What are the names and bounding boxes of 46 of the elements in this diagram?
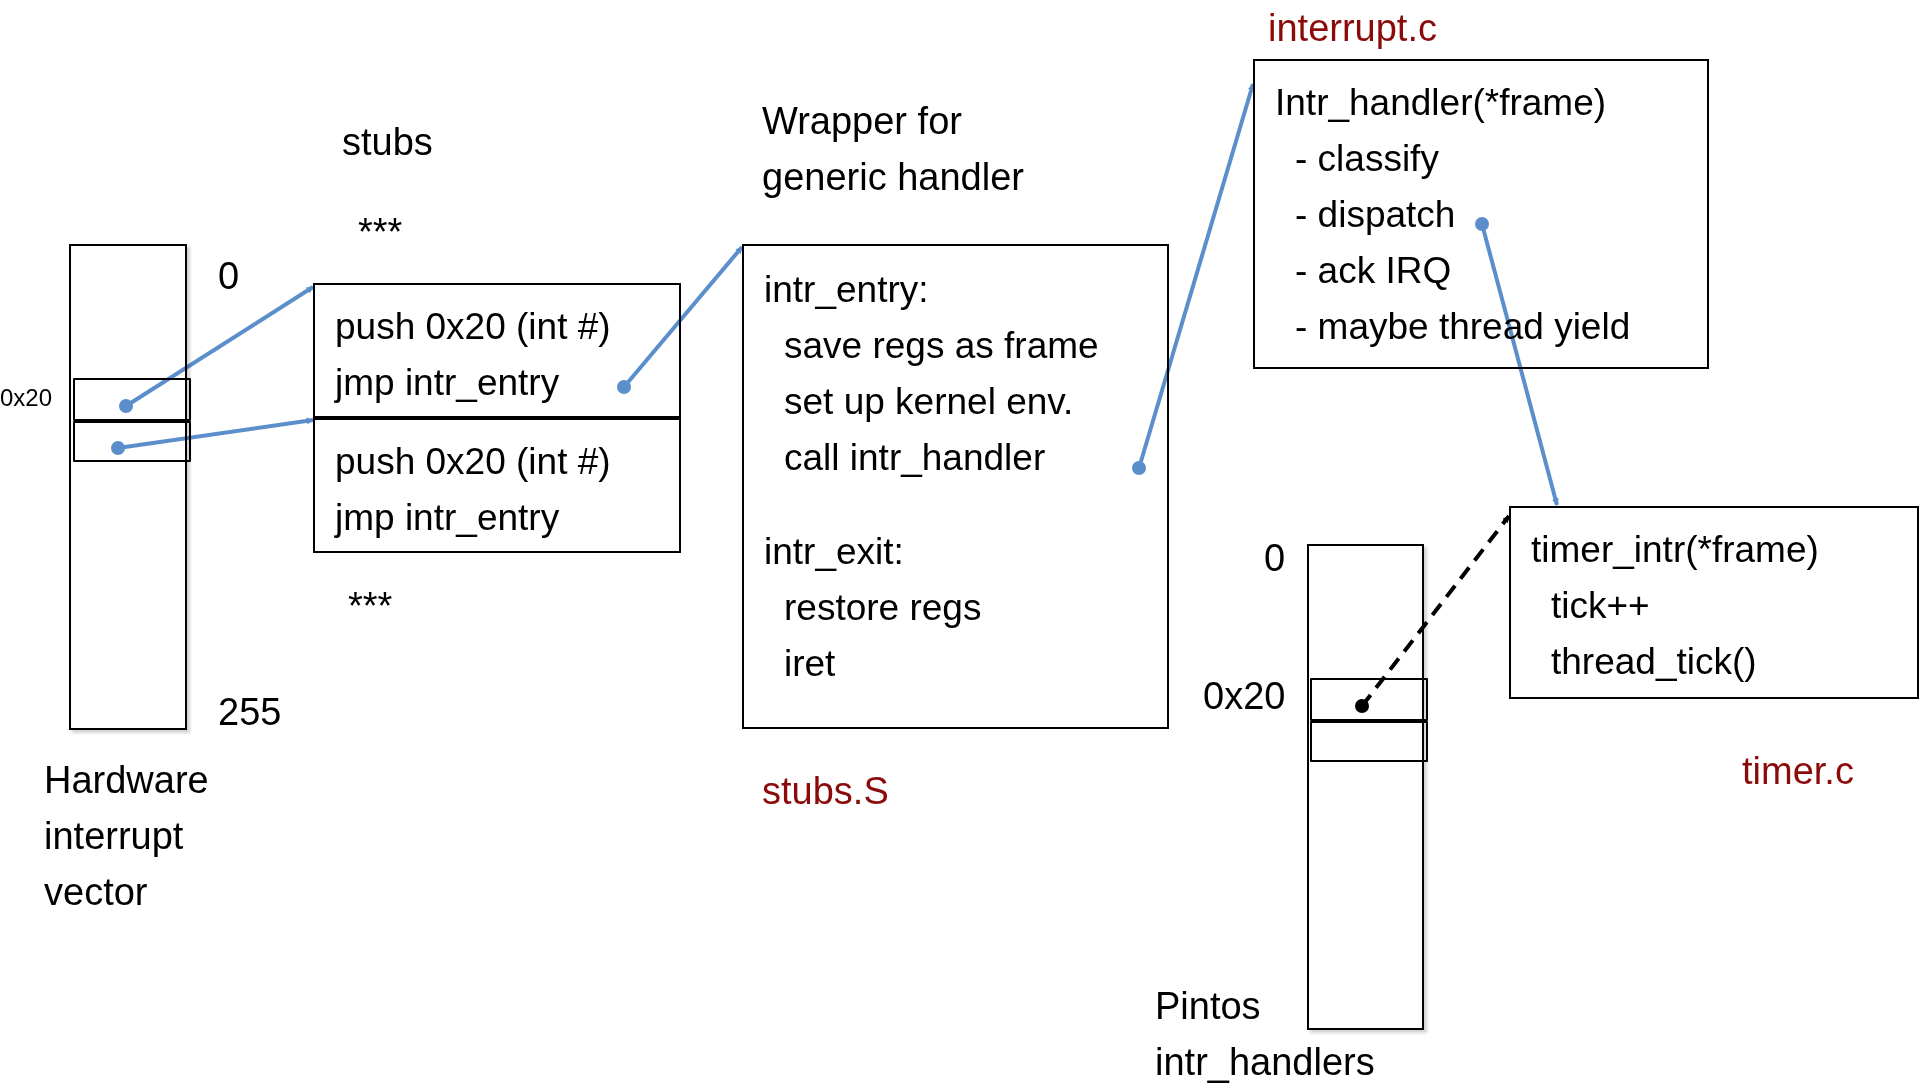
code-line: - classify [1295,137,1439,181]
code-line: jmp intr_entry [335,361,560,405]
code-box [313,283,681,418]
label-text: *** [358,210,403,255]
code-line: restore regs [784,586,982,630]
code-line: - dispatch [1295,193,1456,237]
arrow [1355,514,1511,713]
code-line: Intr_handler(*frame) [1275,81,1607,125]
code-box [742,244,1169,729]
code-line: save regs as frame [784,324,1099,368]
code-box [1509,506,1919,699]
code-box [1253,59,1709,369]
code-line: thread_tick() [1551,640,1757,684]
caption-text: Hardware interrupt vector [44,758,210,915]
code-box [313,418,681,553]
code-line: intr_exit: [764,530,904,574]
label-text: *** [348,584,393,629]
table-slot [73,421,191,462]
arrow [119,285,315,413]
code-line: intr_entry: [764,268,929,312]
code-line: jmp intr_entry [335,496,560,540]
table-slot [1310,678,1428,721]
caption-text: 0x20 [1203,674,1286,719]
code-line: iret [784,642,836,686]
table-slot [1310,721,1428,762]
caption-text: 255 [218,690,282,735]
caption-text: 0 [1264,536,1286,581]
code-line: tick++ [1551,584,1650,628]
code-line: set up kernel env. [784,380,1074,424]
caption-text: stubs.S [762,769,889,814]
caption-text: Pintos intr_handlers [1155,984,1376,1085]
label-text: stubs [342,120,433,165]
code-line: push 0x20 (int #) [335,305,611,349]
caption-text: Wrapper for generic handler [762,99,1025,200]
code-line: timer_intr(*frame) [1531,528,1819,572]
caption-text: interrupt.c [1268,6,1437,51]
caption-text: 0x20 [0,383,53,413]
code-line: - ack IRQ [1295,249,1452,293]
code-line: call intr_handler [784,436,1046,480]
arrow [111,417,314,455]
arrow [617,245,744,394]
table-slot [73,378,191,421]
caption-text: 0 [218,254,240,299]
caption-text: timer.c [1742,749,1854,794]
code-line: push 0x20 (int #) [335,440,611,484]
arrow [1132,83,1255,475]
